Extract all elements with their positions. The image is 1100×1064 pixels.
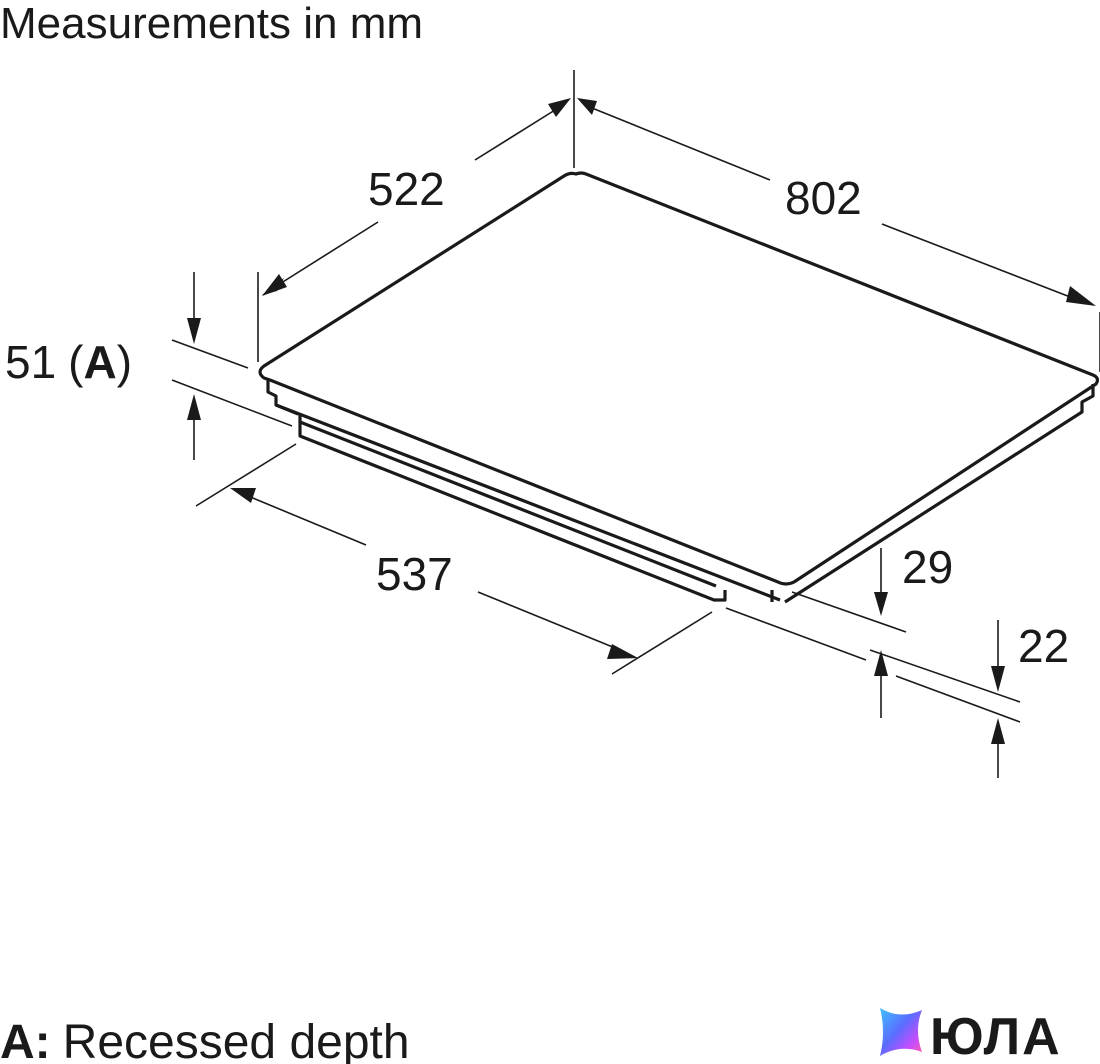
label-recess-51a: 51(A): [5, 336, 132, 388]
dimension-recess: 51(A): [5, 272, 293, 460]
label-cutout-537: 537: [376, 548, 453, 600]
dimension-depth: 522: [257, 70, 575, 362]
dimension-height-22: 22: [869, 620, 1069, 778]
label-height-29: 29: [902, 541, 953, 593]
dimension-width: 802: [577, 98, 1100, 372]
label-height-22: 22: [1018, 620, 1069, 672]
glass-front-right-edge: [784, 384, 1095, 604]
logo: ЮЛА: [880, 1008, 1062, 1064]
logo-star-icon: [880, 1008, 922, 1056]
housing-bottom-line: [299, 420, 717, 588]
hob-body: [258, 171, 1100, 604]
glass-top-outline: [258, 171, 1100, 586]
diagram-title: Measurements in mm: [0, 0, 423, 48]
label-depth-522: 522: [368, 163, 445, 215]
dimension-height-29: 29: [725, 541, 953, 718]
legend-recessed-depth: A:Recessed depth: [0, 1016, 410, 1064]
glass-front-bottom-edge: [275, 403, 781, 602]
dimension-cutout-width: 537: [195, 443, 713, 675]
logo-text: ЮЛА: [930, 1008, 1062, 1064]
housing-front-face: [298, 414, 727, 602]
label-width-802: 802: [785, 172, 862, 224]
